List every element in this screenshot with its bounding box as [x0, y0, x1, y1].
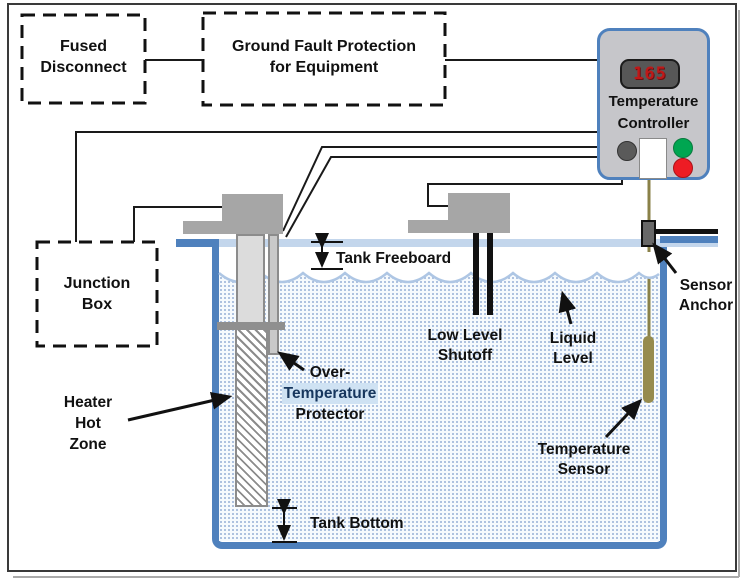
- wires: [75, 59, 623, 242]
- temp-sensor-line1: Temperature: [537, 441, 631, 458]
- otp-line3: Protector: [295, 406, 365, 423]
- temperature-display: 165: [620, 59, 680, 89]
- controller-label-line1: Temperature: [608, 93, 699, 110]
- tank-freeboard-label: Tank Freeboard: [336, 250, 452, 267]
- controller-slot: [639, 138, 667, 179]
- tank-rim-lip-left: [176, 239, 219, 247]
- low-level-line1: Low Level: [427, 327, 503, 344]
- low-level-terminal-housing: [448, 193, 510, 233]
- liquid-level-line2: Level: [553, 350, 593, 367]
- temp-sensor-line2: Sensor: [557, 461, 611, 478]
- sensor-anchor-line2: Anchor: [678, 297, 734, 314]
- temperature-sensor-probe: [643, 336, 654, 403]
- fused-disconnect-label: Fused Disconnect: [22, 36, 145, 78]
- fused-line1: Fused: [59, 38, 108, 55]
- green-led-indicator: [673, 138, 693, 158]
- otp-line2-highlighted: Temperature: [281, 383, 379, 404]
- tank-rim-lip-right: [660, 236, 718, 243]
- heater-terminal-housing: [222, 194, 283, 234]
- low-level-mounting-flange: [408, 220, 449, 233]
- junction-box-label: Junction Box: [37, 273, 157, 315]
- low-level-shutoff-label: Low Level Shutoff: [420, 326, 510, 366]
- low-level-line2: Shutoff: [437, 347, 493, 364]
- low-level-probe-2: [487, 230, 493, 315]
- heater-support-bar: [217, 322, 285, 330]
- red-led-indicator: [673, 158, 693, 178]
- sensor-anchor-line1: Sensor: [679, 277, 733, 294]
- heater-mounting-flange: [183, 221, 223, 234]
- sensor-anchor-label: Sensor Anchor: [669, 276, 743, 316]
- low-level-probe-1: [473, 230, 479, 315]
- ground-fault-label: Ground Fault Protection for Equipment: [203, 36, 445, 78]
- gfp-line2: for Equipment: [269, 59, 379, 76]
- sensor-anchor-block: [641, 220, 656, 247]
- controller-label-line2: Controller: [617, 115, 690, 132]
- heater-line1: Heater: [63, 394, 113, 411]
- temperature-controller: 165 Temperature Controller: [597, 28, 710, 180]
- controller-knob: [617, 141, 637, 161]
- heater-line3: Zone: [69, 436, 107, 453]
- heater-line2: Hot: [75, 415, 101, 432]
- wire-junction-to-controller: [75, 131, 597, 242]
- otp-line1: Over-: [309, 364, 351, 381]
- junction-line2: Box: [81, 296, 113, 313]
- over-temperature-protector-rod: [268, 234, 279, 355]
- sensor-anchor-support-bar: [654, 229, 718, 234]
- gfp-line1: Ground Fault Protection: [232, 38, 416, 55]
- junction-line1: Junction: [63, 275, 131, 292]
- fused-line2: Disconnect: [40, 59, 127, 76]
- heater-hot-zone-element: [235, 328, 268, 507]
- over-temperature-protector-label: Over- Temperature Protector: [270, 362, 390, 425]
- heater-hot-zone-label: Heater Hot Zone: [56, 392, 120, 455]
- tank-bottom-label: Tank Bottom: [310, 515, 404, 532]
- liquid-level-label: Liquid Level: [539, 329, 607, 369]
- wire-heater-to-controller-1: [282, 146, 597, 232]
- temperature-sensor-label: Temperature Sensor: [528, 440, 640, 480]
- heater-shank: [236, 234, 265, 328]
- liquid-level-line1: Liquid: [549, 330, 597, 347]
